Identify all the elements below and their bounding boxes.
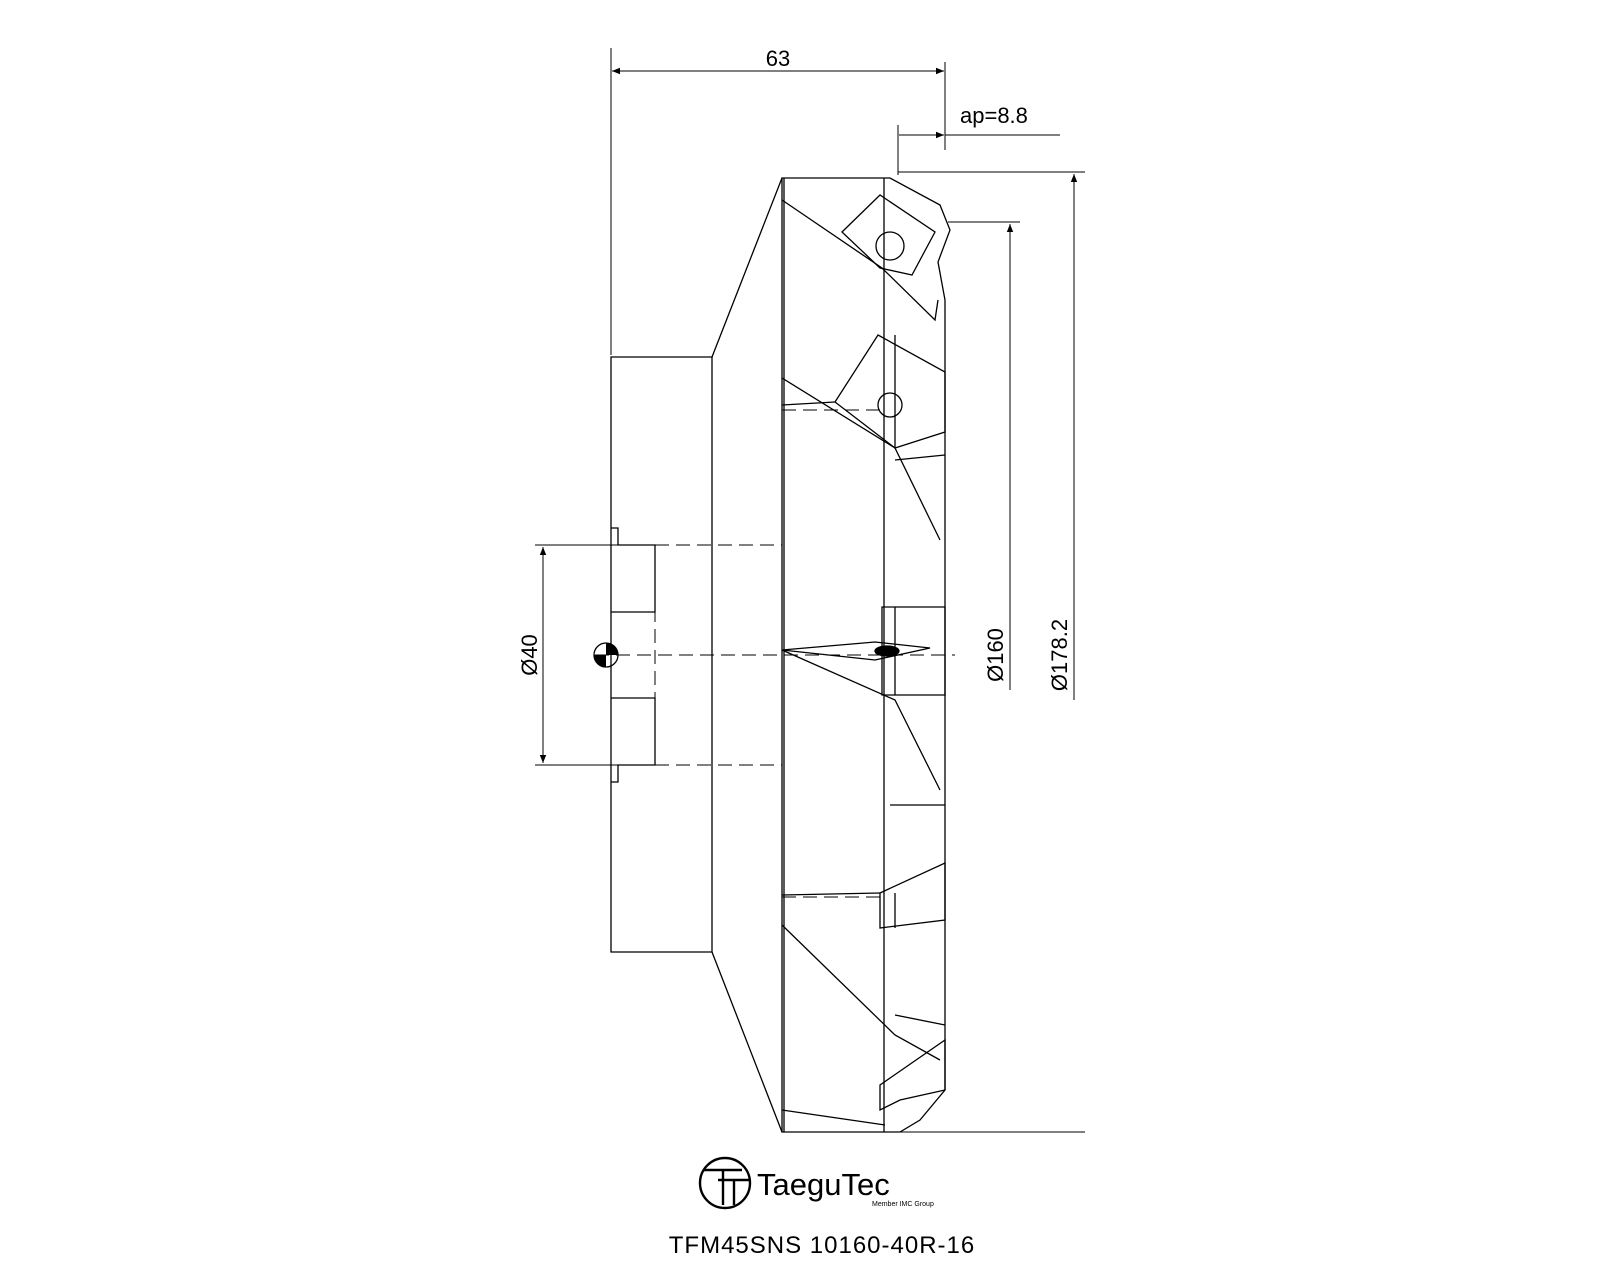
screw-hole-center (874, 645, 900, 657)
insert-pocket-2 (834, 334, 946, 449)
insert-pocket-top (841, 194, 936, 276)
keyway-notch (611, 527, 656, 613)
dim-160-label: Ø160 (983, 628, 1008, 682)
dim-63-label: 63 (766, 46, 790, 71)
dim-ap-label: ap=8.8 (960, 103, 1028, 128)
insert-pocket-bottom (879, 1038, 946, 1112)
screw-hole-2 (877, 392, 903, 418)
part-number: TFM45SNS 10160-40R-16 (669, 1232, 975, 1259)
cone-upper (711, 177, 783, 358)
tt-logo-mark (698, 1156, 752, 1210)
screw-hole-top (875, 231, 905, 261)
cutter-body-outline (781, 177, 951, 1133)
dim-178-label: Ø178.2 (1047, 619, 1072, 691)
dim-40-label: Ø40 (517, 634, 542, 676)
brand-name: TaeguTec (757, 1167, 890, 1202)
datum-symbol (593, 642, 619, 668)
insert-pocket-center (881, 606, 946, 696)
cone-lower (711, 951, 783, 1133)
brand-logo: TaeguTec Member IMC Group (698, 1156, 934, 1210)
keyway-notch-lower (611, 697, 656, 783)
brand-tagline: Member IMC Group (872, 1201, 934, 1208)
insert-pocket-4 (879, 861, 946, 929)
